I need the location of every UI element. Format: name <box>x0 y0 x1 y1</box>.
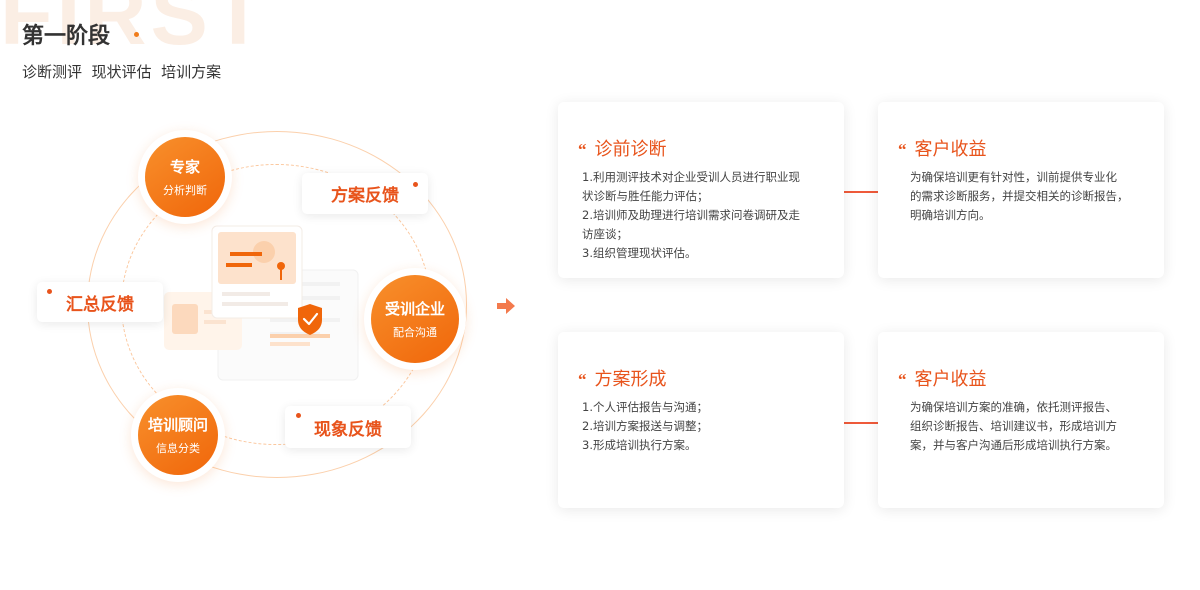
expert-subtitle: 分析判断 <box>163 184 207 197</box>
card-line: 的需求诊断服务，并提交相关的诊断报告， <box>910 189 1129 203</box>
quote-icon: “ <box>578 370 587 389</box>
enterprise-node: 受训企业 配合沟通 <box>371 275 459 363</box>
tag-dot <box>413 182 418 187</box>
card-line: 3.组织管理现状评估。 <box>582 246 697 260</box>
quote-icon: “ <box>898 140 907 159</box>
client-benefit-card-2: “ 客户收益 为确保培训方案的准确，依托测评报告、 组织诊断报告、培训建议书，形成… <box>878 332 1164 508</box>
quote-icon: “ <box>578 140 587 159</box>
card-title-text: 诊前诊断 <box>594 139 667 160</box>
page-title: 第一阶段 <box>22 24 111 49</box>
connector-line-top <box>844 191 878 193</box>
advisor-subtitle: 信息分类 <box>156 442 200 455</box>
card-line: 为确保培训更有针对性，训前提供专业化 <box>910 170 1117 184</box>
advisor-title: 培训顾问 <box>147 416 208 434</box>
watermark-text: FIRST <box>0 0 269 63</box>
connector-line-bottom <box>844 422 878 424</box>
card-line: 组织诊断报告、培训建议书，形成培训方 <box>910 419 1117 433</box>
card-body: 1.利用测评技术对企业受训人员进行职业现 状诊断与胜任能力评估； 2.培训师及助… <box>582 168 826 263</box>
tag-dot <box>296 413 301 418</box>
enterprise-title: 受训企业 <box>384 300 445 318</box>
card-title-text: 客户收益 <box>914 369 987 390</box>
enterprise-subtitle: 配合沟通 <box>393 326 437 339</box>
card-line: 3.形成培训执行方案。 <box>582 438 697 452</box>
card-line: 2.培训师及助理进行培训需求问卷调研及走 <box>582 208 800 222</box>
title-dot <box>134 32 139 37</box>
expert-node: 专家 分析判断 <box>145 137 225 217</box>
card-line: 1.个人评估报告与沟通； <box>582 400 708 414</box>
phenomenon-feedback-tag: 现象反馈 <box>285 406 411 448</box>
card-line: 明确培训方向。 <box>910 208 991 222</box>
card-title: “ 诊前诊断 <box>578 135 667 161</box>
summary-feedback-label: 汇总反馈 <box>66 294 134 315</box>
client-benefit-card-1: “ 客户收益 为确保培训更有针对性，训前提供专业化 的需求诊断服务，并提交相关的诊… <box>878 102 1164 278</box>
plan-feedback-label: 方案反馈 <box>331 186 399 206</box>
summary-feedback-tag: 汇总反馈 <box>37 282 163 322</box>
card-line: 访座谈； <box>582 227 628 241</box>
card-body: 为确保培训方案的准确，依托测评报告、 组织诊断报告、培训建议书，形成培训方 案，… <box>910 398 1146 455</box>
card-body: 为确保培训更有针对性，训前提供专业化 的需求诊断服务，并提交相关的诊断报告， 明… <box>910 168 1146 225</box>
expert-title: 专家 <box>169 158 200 176</box>
pre-diagnosis-card: “ 诊前诊断 1.利用测评技术对企业受训人员进行职业现 状诊断与胜任能力评估； 2… <box>558 102 844 278</box>
card-line: 状诊断与胜任能力评估； <box>582 189 709 203</box>
plan-feedback-tag: 方案反馈 <box>302 173 428 214</box>
plan-formation-card: “ 方案形成 1.个人评估报告与沟通； 2.培训方案报送与调整； 3.形成培训执行… <box>558 332 844 508</box>
page-subtitle: 诊断测评 现状评估 培训方案 <box>22 63 222 81</box>
card-title: “ 方案形成 <box>578 365 667 391</box>
card-line: 1.利用测评技术对企业受训人员进行职业现 <box>582 170 800 184</box>
phenomenon-feedback-label: 现象反馈 <box>314 419 382 440</box>
card-line: 2.培训方案报送与调整； <box>582 419 708 433</box>
card-line: 为确保培训方案的准确，依托测评报告、 <box>910 400 1117 414</box>
card-title-text: 方案形成 <box>594 369 667 390</box>
card-title-text: 客户收益 <box>914 139 987 160</box>
card-title: “ 客户收益 <box>898 365 987 391</box>
quote-icon: “ <box>898 370 907 389</box>
arrow-right-icon <box>497 298 515 314</box>
card-title: “ 客户收益 <box>898 135 987 161</box>
card-body: 1.个人评估报告与沟通； 2.培训方案报送与调整； 3.形成培训执行方案。 <box>582 398 826 455</box>
tag-dot <box>47 289 52 294</box>
document-illustration <box>164 225 359 381</box>
advisor-node: 培训顾问 信息分类 <box>138 395 218 475</box>
card-line: 案，并与客户沟通后形成培训执行方案。 <box>910 438 1117 452</box>
